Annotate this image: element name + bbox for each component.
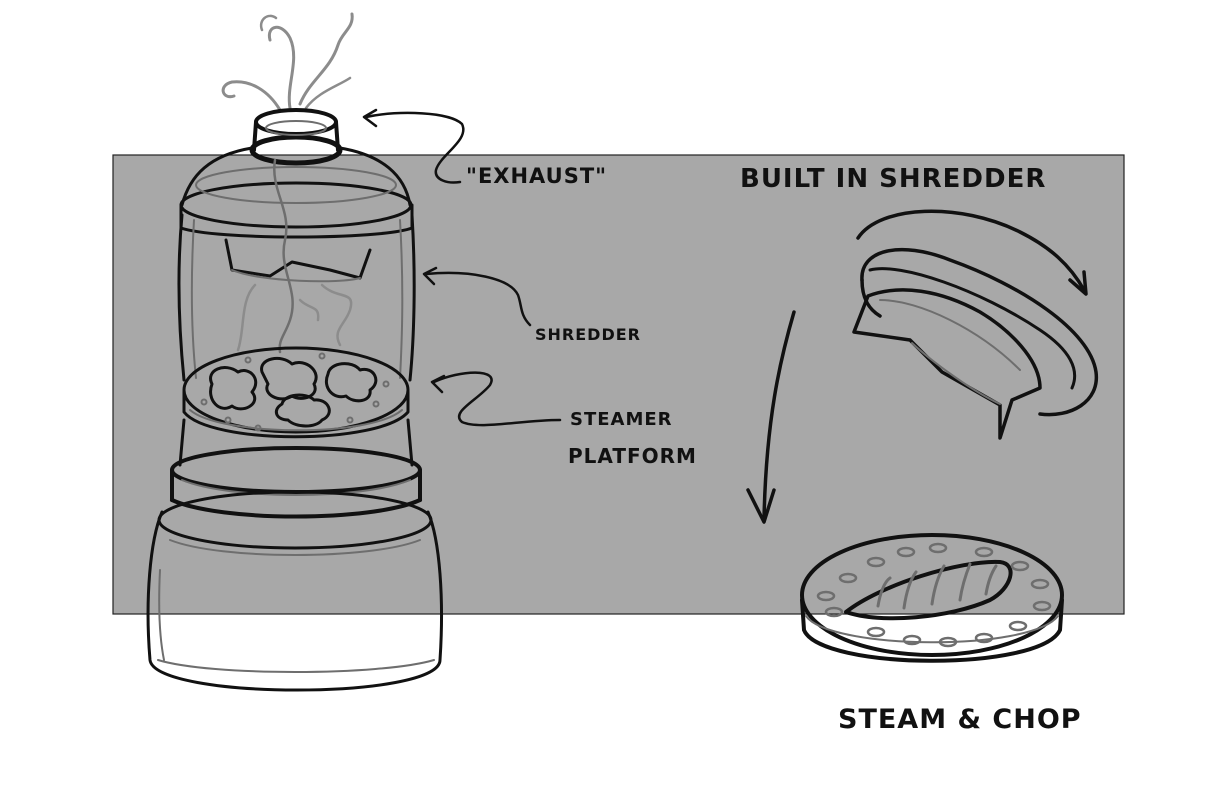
steamer-label-line2: PLATFORM <box>568 444 697 468</box>
exhaust-label: "EXHAUST" <box>466 164 607 188</box>
down-arrow <box>762 310 796 522</box>
steam-chop-disc <box>800 533 1064 663</box>
steamer-appliance <box>146 108 443 692</box>
inner-steam <box>236 158 353 354</box>
shredder-blade <box>224 238 372 283</box>
shredder-callout-arrowhead <box>422 266 438 286</box>
steamer-label-line1: STEAMER <box>570 409 673 430</box>
exhaust-callout-arrowhead <box>362 108 378 128</box>
steamer-callout-line <box>432 371 562 427</box>
steamer-platform <box>182 346 410 439</box>
built-in-shredder-label: BUILT IN SHREDDER <box>740 164 1046 194</box>
exhaust-callout-line <box>364 111 465 184</box>
rotation-arrowhead <box>1068 270 1088 296</box>
exhaust-cap <box>249 108 343 166</box>
glass-chamber <box>177 213 416 382</box>
shredder-disc <box>852 247 1098 440</box>
down-arrowhead <box>746 488 776 524</box>
steam-chop-label: STEAM & CHOP <box>838 704 1082 735</box>
shredder-callout-line <box>424 271 532 327</box>
steamer-callout-arrowhead <box>430 374 446 394</box>
rotation-arrow <box>856 209 1086 292</box>
background-panel <box>112 154 1125 615</box>
shredder-label: SHREDDER <box>535 325 641 344</box>
steam-wisps <box>221 12 354 112</box>
base <box>146 490 443 692</box>
